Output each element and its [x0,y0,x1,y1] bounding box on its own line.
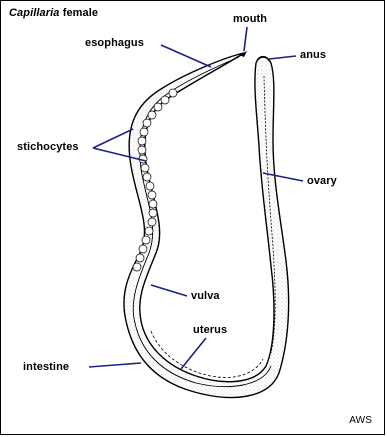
label-ovary: ovary [307,175,337,187]
leader-intestine [89,363,141,367]
label-intestine: intestine [23,361,69,373]
leader-mouth [244,27,247,51]
label-anus: anus [300,49,326,61]
label-esophagus: esophagus [85,37,144,49]
leader-uterus [181,338,206,369]
leader-esophagus [161,45,211,67]
label-mouth: mouth [233,13,267,25]
leader-vulva [151,285,187,296]
worm-body-outline [124,53,289,397]
leader-stichocytes-a [93,129,133,148]
credit-text: AWS [349,415,372,426]
label-uterus: uterus [193,324,227,336]
label-vulva: vulva [191,290,220,302]
leader-anus [269,56,296,59]
label-stichocytes: stichocytes [17,141,79,153]
